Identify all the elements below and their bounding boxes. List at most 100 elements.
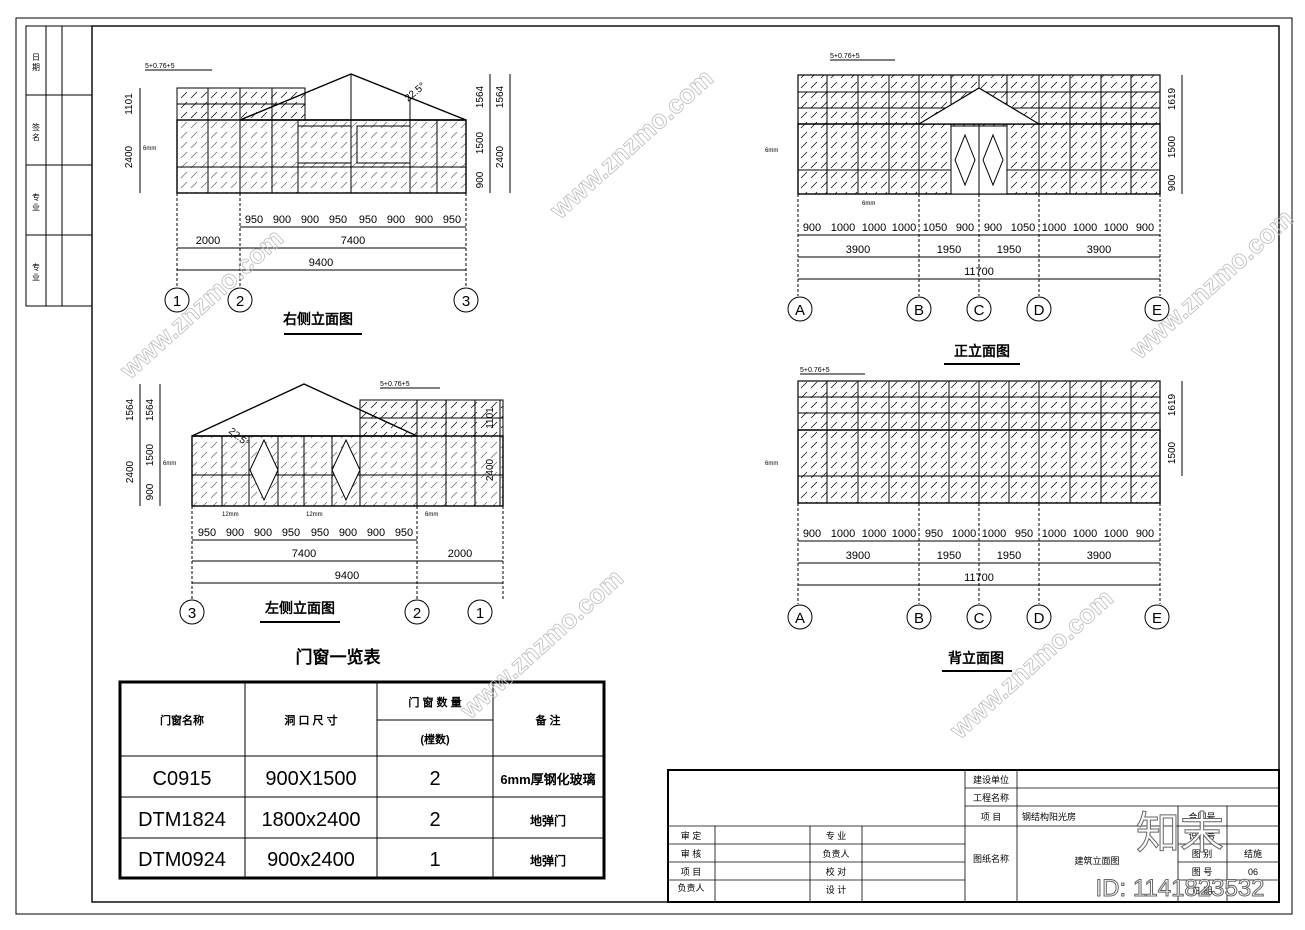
axis-label: 2 [413, 605, 421, 622]
schedule-cell: 1800x2400 [262, 809, 361, 831]
axis-bubble [164, 287, 190, 313]
axis-label: D [1034, 610, 1045, 627]
tb-date-label: 日 期 [1192, 886, 1213, 896]
tb-discipline-person: 负责人 [822, 848, 849, 859]
bay-dim: 900 [1136, 222, 1154, 234]
bay-dim: 1000 [831, 528, 855, 540]
bay-dim: 900 [415, 214, 433, 226]
axis-label: 1 [173, 293, 181, 310]
glass-note: 5+0.76+5 [800, 367, 830, 374]
bottom-note: 6mm [862, 201, 875, 207]
watermark-site: www.znzmo.com [543, 63, 719, 225]
dim-left-2: 2400 [124, 145, 135, 168]
dim-right-1: 1101 [485, 407, 496, 429]
left-signature-strip: 日 期 签 名 专 业 专 业 [25, 25, 93, 307]
schedule-header-qty-unit: (樘数) [420, 732, 450, 746]
bay-dim: 950 [282, 527, 300, 539]
axis-label: D [1034, 302, 1045, 319]
bay-dim: 950 [198, 527, 216, 539]
axis-label: 3 [188, 605, 196, 622]
axis-label: B [914, 302, 924, 319]
tb-item-value: 钢结构阳光房 [1022, 811, 1076, 822]
axis-bubble [467, 599, 493, 625]
bay-dimensions: 950 900 900 950 950 900 900 950 [245, 214, 461, 226]
bay-dim: 950 [329, 214, 347, 226]
axis-label: A [795, 302, 805, 319]
dim-left-1: 1564 [125, 398, 136, 421]
group-dim: 1950 [997, 550, 1021, 562]
tb-drawing-name: 建筑立面图 [1074, 855, 1119, 866]
group-dim: 3900 [1087, 550, 1111, 562]
group-dim: 1950 [937, 550, 961, 562]
dim-right-2: 1500 [1167, 441, 1178, 464]
door-diamond [331, 438, 361, 502]
group-dim: 3900 [846, 550, 870, 562]
schedule-cell: 900x2400 [267, 849, 355, 871]
dim-left-5: 900 [145, 483, 156, 500]
axis-label: 1 [476, 605, 484, 622]
tb-category: 结施 [1244, 848, 1262, 859]
dim-total-b: 2000 [448, 548, 472, 560]
group-dim: 1950 [997, 244, 1021, 256]
strip-label-3: 专 业 [32, 192, 41, 211]
schedule-cell: 2 [429, 809, 440, 831]
glass-note: 5+0.76+5 [830, 53, 860, 60]
tb-discipline: 专 业 [826, 830, 847, 841]
bay-dim: 1000 [862, 528, 886, 540]
tb-drawing-name-label: 图纸名称 [973, 853, 1009, 864]
side-note: 6mm [765, 148, 778, 154]
schedule-header-name: 门窗名称 [160, 713, 204, 727]
bay-dim: 1000 [1104, 222, 1128, 234]
schedule-cell: DTM1824 [138, 809, 226, 831]
angle-label: 22.5° [403, 81, 428, 105]
elevation-title: 左侧立面图 [264, 600, 335, 616]
tb-construction-unit: 建设单位 [973, 774, 1009, 785]
schedule-cell: 地弹门 [530, 853, 566, 868]
dim-overall: 9400 [335, 570, 359, 582]
elevation-title: 背立面图 [948, 650, 1004, 666]
dim-total-a: 2000 [196, 235, 220, 247]
axis-label: C [974, 302, 985, 319]
glass-note: 5+0.76+5 [145, 63, 175, 70]
dim-right-1: 1619 [1167, 87, 1178, 110]
dim-total-a: 7400 [292, 548, 316, 560]
tb-item-label: 项 目 [981, 812, 1002, 822]
strip-label-4: 专 业 [32, 262, 41, 281]
bay-dim: 900 [387, 214, 405, 226]
dim-overall: 11700 [964, 572, 994, 584]
bay-dim: 1000 [1073, 528, 1097, 540]
schedule-title: 门窗一览表 [296, 647, 382, 667]
schedule-cell: 2 [429, 768, 440, 790]
tb-design-no: 设计号 [1188, 830, 1215, 841]
bay-dim: 1000 [1042, 528, 1066, 540]
dim-overall: 11700 [964, 266, 994, 278]
bay-dim: 900 [339, 527, 357, 539]
dim-right-5: 2400 [495, 145, 506, 168]
schedule-cell: DTM0924 [138, 849, 226, 871]
outer-border [15, 17, 1293, 915]
bay-dim: 900 [1136, 528, 1154, 540]
bay-dimensions: 950 900 900 950 950 900 900 950 [198, 527, 413, 539]
tb-project: 项 目 [681, 867, 702, 877]
axis-label: E [1152, 610, 1162, 627]
bay-dim: 900 [273, 214, 291, 226]
axis-bubble [227, 287, 253, 313]
bay-dim: 1050 [1011, 222, 1035, 234]
tb-contract-no: 合同号 [1188, 811, 1215, 822]
tb-check: 校 对 [826, 866, 847, 877]
right-side-elevation: 5+0.76+5 6mm 22.5° 1101 2400 1564 1500 9… [124, 63, 511, 335]
strip-label-1: 日 期 [32, 53, 41, 72]
bay-dim: 900 [803, 528, 821, 540]
bay-dim: 900 [984, 222, 1002, 234]
front-elevation: 5+0.76+5 6mm 6mm 1619 1500 900 900 1000 … [765, 53, 1183, 365]
door-note-3: 6mm [425, 512, 438, 518]
dim-left-1: 1101 [124, 93, 135, 115]
tb-review: 审 核 [681, 848, 702, 859]
dim-left-2: 2400 [125, 460, 136, 483]
watermark-brand: 知末 [1136, 809, 1224, 858]
bay-dim: 900 [226, 527, 244, 539]
left-side-elevation: 5+0.76+5 6mm 12mm 12mm 6mm 22.5° 1564 24… [125, 381, 504, 625]
bay-dim: 1000 [982, 528, 1006, 540]
axis-bubbles [787, 604, 1170, 630]
